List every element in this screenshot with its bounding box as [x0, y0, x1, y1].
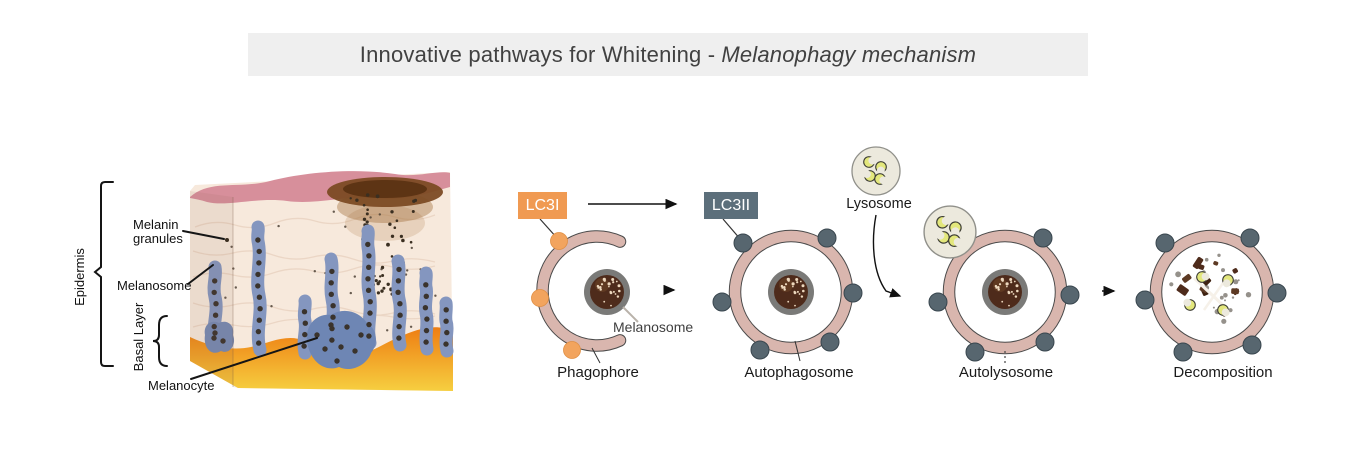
lysosome-label: Lysosome — [846, 196, 912, 212]
lc3ii-dot — [1173, 342, 1193, 362]
lc3ii-dot — [733, 233, 753, 253]
lc3ii-dot — [1240, 228, 1260, 248]
melanin-pointer-line — [182, 230, 225, 240]
title-prefix: Innovative pathways for Whitening - — [359, 41, 716, 67]
title-italic: Melanophagy mechanism — [721, 41, 977, 67]
epidermis-bracket — [93, 181, 114, 367]
melanocyte-pointer-line — [190, 337, 318, 380]
stage-label-autolysosome: Autolysosome — [958, 364, 1054, 381]
lysosome-vesicle — [852, 147, 900, 195]
basal-layer-label: Basal Layer — [131, 302, 146, 372]
lc3ii-dot — [1035, 332, 1055, 352]
stage-label-phagophore: Phagophore — [557, 364, 639, 381]
lc3i-dot — [550, 232, 568, 250]
stage-label-autophagosome: Autophagosome — [744, 364, 854, 381]
lc3ii-dot — [750, 340, 770, 360]
melanocyte-body-small — [204, 321, 235, 353]
skin-illustration — [93, 171, 454, 391]
lc3i-badge: LC3I — [518, 192, 567, 219]
lc3ii-dot — [820, 332, 840, 352]
epidermis-label: Epidermis — [72, 248, 87, 306]
lysosome-fusion-arrow — [872, 214, 902, 298]
phagophore-leader-line — [591, 347, 601, 364]
melanin-granules-label: Melanin granules — [133, 217, 183, 246]
decomposition — [1135, 228, 1287, 362]
lc3ii-dot — [965, 342, 985, 362]
melanosome-particle — [768, 269, 814, 315]
skin-block — [190, 171, 454, 391]
skin-cross-section-figure: Epidermis Melanin granules Melanosome Ba… — [55, 135, 475, 425]
lc3ii-dot — [1135, 290, 1155, 310]
melanocyte-body — [306, 310, 376, 370]
lc3ii-dot — [928, 292, 948, 312]
pathway-illustration — [531, 130, 1287, 364]
fusing-lysosome — [924, 206, 976, 258]
phagophore — [531, 230, 639, 364]
melanosome-dots — [211, 237, 450, 364]
lc3ii-dot — [1033, 228, 1053, 248]
melanosome-label-skin: Melanosome — [117, 278, 192, 293]
pointed-granule — [225, 238, 229, 242]
autophagosome-leader-line — [794, 340, 801, 362]
lc3ii-dot — [712, 292, 732, 312]
lc3ii-dot — [1060, 285, 1080, 305]
lc3i-dot — [531, 289, 549, 307]
melanophagy-pathway-figure: LC3I LC3II Lysosome Melanosome Phagophor… — [490, 130, 1362, 415]
lc3i-dot — [563, 341, 581, 359]
lc3ii-dot — [1242, 335, 1262, 355]
lc3ii-dot — [1155, 233, 1175, 253]
melanosome-leader-line — [622, 306, 639, 323]
basal-layer-bracket — [152, 315, 168, 367]
melanosome-pointer-line — [187, 264, 214, 285]
annotation-lines — [93, 181, 318, 380]
lc3ii-dot — [843, 283, 863, 303]
left-face-shade — [190, 191, 238, 388]
autophagosome — [712, 228, 863, 362]
melanosome-particle — [982, 269, 1028, 315]
lc3ii-dot — [817, 228, 837, 248]
figure-title: Innovative pathways for Whitening - Mela… — [248, 33, 1088, 76]
lc3ii-badge: LC3II — [704, 192, 758, 219]
melanosome-label: Melanosome — [613, 319, 694, 335]
autolysosome — [924, 206, 1080, 364]
melanocyte-label: Melanocyte — [148, 378, 215, 393]
stage-label-decomposition: Decomposition — [1173, 364, 1273, 381]
lc3ii-dot — [1267, 283, 1287, 303]
